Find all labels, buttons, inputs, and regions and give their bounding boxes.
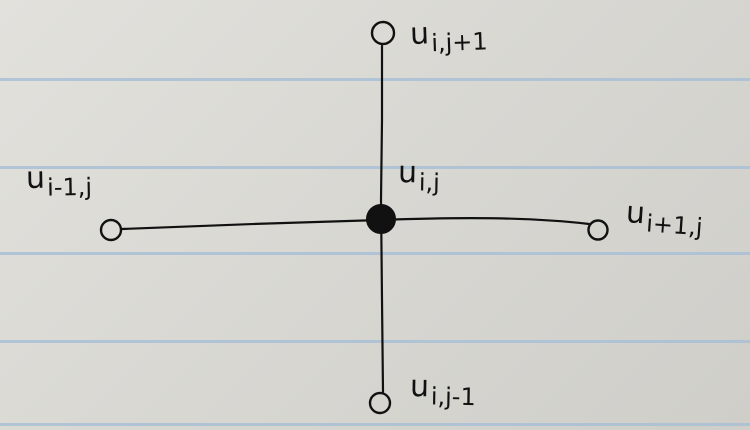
vertical-line: [379, 44, 385, 394]
label-left-base: u: [25, 160, 47, 196]
label-right-base: u: [624, 195, 648, 232]
label-right: ui+1,j: [624, 195, 704, 241]
ruled-line: [0, 423, 750, 426]
label-bottom: ui,j-1: [409, 369, 476, 411]
label-bottom-base: u: [409, 369, 431, 405]
label-top: ui,j+1: [409, 16, 488, 57]
node-center: [366, 204, 396, 234]
label-bottom-sub: i,j-1: [430, 382, 476, 412]
label-center-base: u: [397, 155, 419, 191]
ruled-line: [0, 252, 750, 255]
node-right: [587, 219, 609, 241]
label-top-sub: i,j+1: [430, 27, 489, 58]
label-right-sub: i+1,j: [645, 209, 704, 242]
ruled-line: [0, 166, 750, 169]
horizontal-line: [120, 216, 591, 231]
label-center: ui,j: [397, 155, 440, 197]
label-top-base: u: [409, 16, 431, 52]
node-left: [99, 218, 123, 242]
ruled-line: [0, 78, 750, 81]
node-top: [370, 20, 396, 46]
node-bottom: [368, 391, 392, 415]
label-center-sub: i,j: [418, 168, 441, 197]
ruled-line: [0, 340, 750, 343]
label-left: ui-1,j: [25, 160, 93, 202]
label-left-sub: i-1,j: [46, 172, 93, 202]
